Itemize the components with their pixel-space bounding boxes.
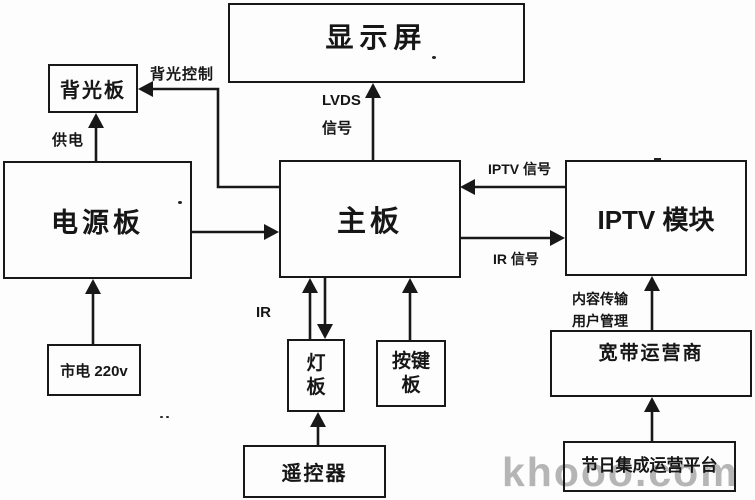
arrowhead-up-icon [302,278,318,293]
label-lvds: LVDS [322,92,361,109]
connector-backlight-control-line [150,87,279,189]
arrowhead-up-icon [644,397,660,412]
box-broadband-operator: 宽带运营商 [550,330,752,397]
label-content-transfer: 内容传输 [572,291,628,307]
connector-lamp-main [302,278,318,339]
box-lamp-board: 灯 板 [287,339,345,412]
arrowhead-up-icon [402,278,418,293]
box-remote-control: 遥控器 [243,445,386,498]
box-program-platform-label: 节日集成运营平台 [581,456,718,475]
box-power-board-label: 电源板 [51,207,144,238]
box-iptv-module: IPTV 模块 [565,160,747,276]
arrowhead-right-icon [550,230,565,246]
box-program-platform: 节日集成运营平台 [563,441,736,492]
box-keypad-board-line2: 板 [401,374,421,396]
box-backlight-board-label: 背光板 [60,80,126,102]
box-display-screen-label: 显示屏 [325,22,428,53]
arrowhead-left-icon [460,179,475,195]
connector-ir-signal [460,230,565,246]
connector-keypad-main [402,278,418,340]
connector-power-main [191,224,279,240]
box-display-screen: 显示屏 [228,3,525,83]
box-lamp-board-line1: 灯 [306,352,326,374]
box-mains-220v: 市电 220v [47,344,141,396]
label-ir-signal: IR 信号 [493,251,539,267]
label-ir: IR [256,304,271,321]
arrowhead-up-icon [85,279,101,294]
arrowhead-up-icon [365,83,381,98]
label-user-management: 用户管理 [572,313,628,329]
box-power-board: 电源板 [3,161,192,279]
label-iptv-signal: IPTV 信号 [488,161,552,177]
box-lamp-board-line2: 板 [306,376,326,398]
arrowhead-up-icon [310,412,326,427]
connector-iptv-signal [460,179,565,195]
arrowhead-left-icon [138,81,153,97]
box-iptv-module-label: IPTV 模块 [597,204,715,235]
box-mains-220v-label: 市电 220v [60,362,128,380]
connector-power-supply [88,113,104,161]
arrowhead-up-icon [644,276,660,291]
box-keypad-board: 按键 板 [376,340,446,407]
box-main-board: 主板 [279,160,461,278]
box-keypad-board-label: 按键 板 [392,350,430,398]
scan-speck [160,416,163,418]
scan-speck [432,56,436,59]
connector-main-lamp [317,278,333,339]
scan-speck [178,201,182,204]
box-keypad-board-line1: 按键 [391,350,430,372]
scan-speck [166,416,169,418]
connector-mains-power [85,279,101,344]
box-backlight-board: 背光板 [48,64,138,113]
box-broadband-operator-label: 宽带运营商 [598,343,704,364]
connector-broadband-iptv [644,276,660,330]
box-main-board-label: 主板 [336,206,403,238]
connector-remote-lamp [310,412,326,445]
arrowhead-down-icon [317,324,333,339]
label-power-supply: 供电 [52,132,85,149]
box-remote-control-label: 遥控器 [281,463,348,485]
arrowhead-up-icon [88,113,104,128]
label-backlight-control: 背光控制 [150,66,215,83]
box-lamp-board-label: 灯 板 [306,352,325,400]
connector-backlight-control [138,81,279,189]
watermark: khooo.com [502,449,739,495]
arrowhead-right-icon [264,224,279,240]
label-lvds-signal: 信号 [322,120,353,137]
connector-platform-broadband [644,397,660,441]
connector-lvds [365,83,381,160]
